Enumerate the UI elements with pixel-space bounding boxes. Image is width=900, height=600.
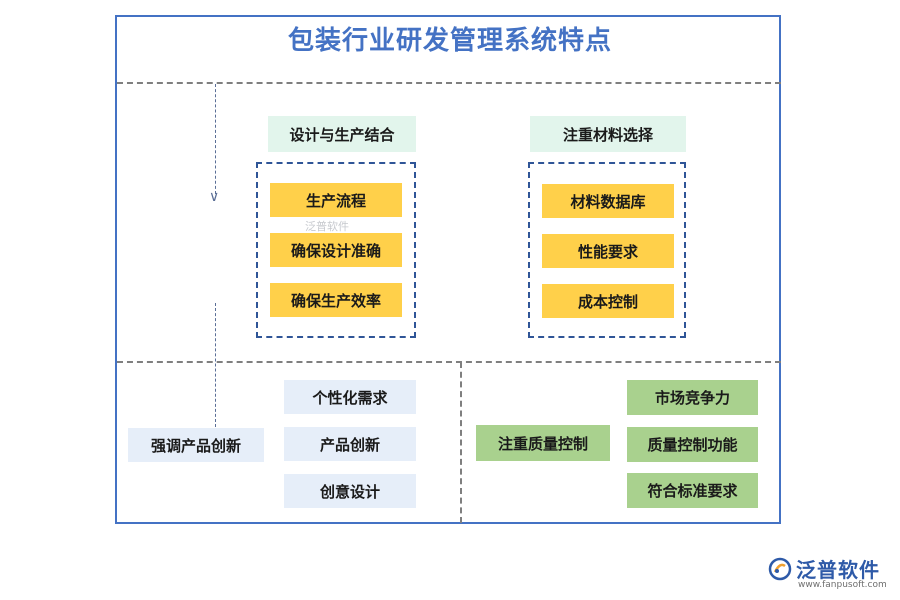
material-section-header: 注重材料选择 [530,116,686,152]
design-items-group [256,162,416,338]
material-items-group [528,162,686,338]
diagram-frame [115,15,781,524]
fanpu-logo-icon [768,557,792,581]
quality-item-standards: 符合标准要求 [627,473,758,508]
material-item-database: 材料数据库 [542,184,674,218]
logo-url: www.fanpusoft.com [798,580,887,590]
quality-item-competitiveness: 市场竞争力 [627,380,758,415]
divider-top [117,82,781,84]
divider-middle [117,361,781,363]
design-item-ensure-accuracy: 确保设计准确 [270,233,402,267]
material-item-cost-control: 成本控制 [542,284,674,318]
quality-item-control-function: 质量控制功能 [627,427,758,462]
design-section-header: 设计与生产结合 [268,116,416,152]
brand-logo: 泛普软件 www.fanpusoft.com [768,553,893,593]
diagram-title: 包装行业研发管理系统特点 [287,26,612,56]
innovation-item-personalized: 个性化需求 [284,380,416,414]
material-item-performance: 性能要求 [542,234,674,268]
watermark: 泛普软件 [305,220,349,233]
quality-section-header: 注重质量控制 [476,425,610,461]
design-item-production-flow: 生产流程 [270,183,402,217]
logo-name: 泛普软件 [796,558,880,582]
innovation-item-creative-design: 创意设计 [284,474,416,508]
design-item-ensure-efficiency: 确保生产效率 [270,283,402,317]
innovation-item-product-innovation: 产品创新 [284,427,416,461]
innovation-section-header: 强调产品创新 [128,428,264,462]
divider-vertical [460,362,462,523]
connector-line-top [215,84,216,194]
connector-line-bottom [215,303,216,427]
arrow-down-icon: ∨ [209,189,220,205]
